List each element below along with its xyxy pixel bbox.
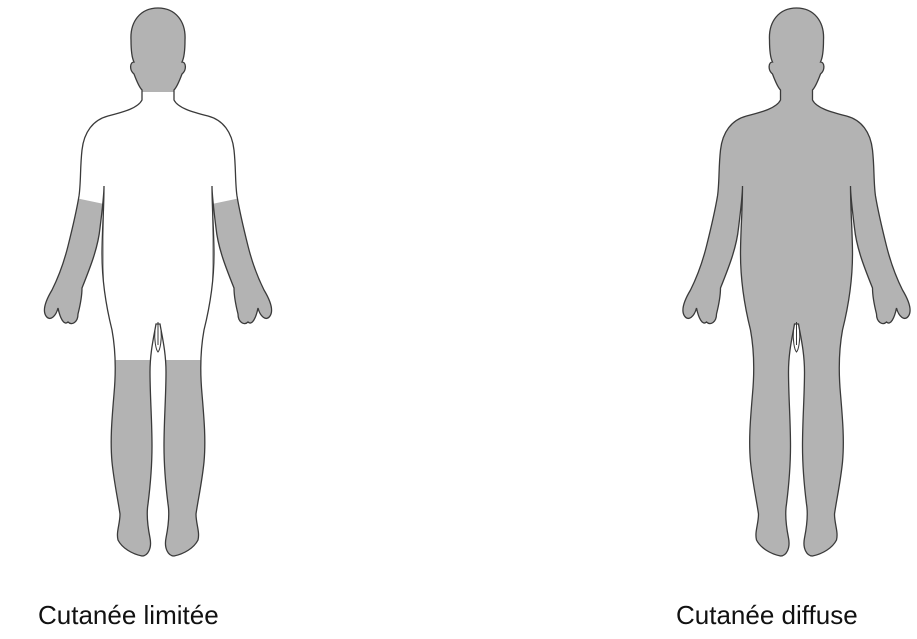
affected-region-legs-feet — [38, 360, 278, 580]
body-silhouette-diffuse — [676, 0, 917, 580]
caption-limited: Cutanée limitée — [38, 600, 219, 630]
affected-region-right-forearm-hand — [212, 190, 278, 360]
figure-diffuse-cutaneous — [676, 0, 917, 580]
affected-region-whole-body — [683, 8, 910, 556]
figure-limited-cutaneous — [38, 0, 278, 580]
caption-diffuse: Cutanée diffuse — [676, 600, 858, 630]
affected-region-head-neck — [38, 0, 278, 92]
affected-region-left-forearm-hand — [38, 190, 104, 360]
body-silhouette-limited — [38, 0, 278, 580]
